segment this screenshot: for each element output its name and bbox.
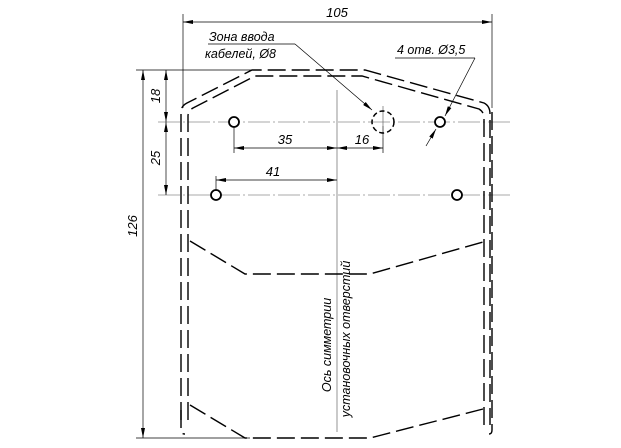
hole-lower-left xyxy=(210,189,222,201)
mounting-holes xyxy=(210,110,463,201)
dim-25: 25 xyxy=(148,150,163,166)
axis-label-2: установочных отверстий xyxy=(339,261,353,419)
holes-note: 4 отв. Ø3,5 xyxy=(397,43,465,57)
dim-41: 41 xyxy=(266,164,280,179)
hole-lower-right xyxy=(451,189,463,201)
axis-label-1: Ось симметрии xyxy=(320,298,334,392)
hole-upper-right xyxy=(434,116,446,128)
housing-outline xyxy=(180,69,493,439)
cable-zone-label-2: кабелей, Ø8 xyxy=(205,47,276,61)
dim-105: 105 xyxy=(326,5,348,20)
dim-35: 35 xyxy=(278,132,293,147)
cable-zone-label-1: Зона ввода xyxy=(209,30,275,44)
leader-lines xyxy=(208,43,476,147)
center-lines xyxy=(158,90,512,432)
hole-upper-left xyxy=(228,116,240,128)
dim-16: 16 xyxy=(355,132,370,147)
cable-entry-zone xyxy=(371,110,395,134)
dim-18: 18 xyxy=(148,88,163,103)
extension-lines xyxy=(136,14,493,439)
dim-126: 126 xyxy=(125,214,140,236)
dimension-lines xyxy=(141,20,492,438)
